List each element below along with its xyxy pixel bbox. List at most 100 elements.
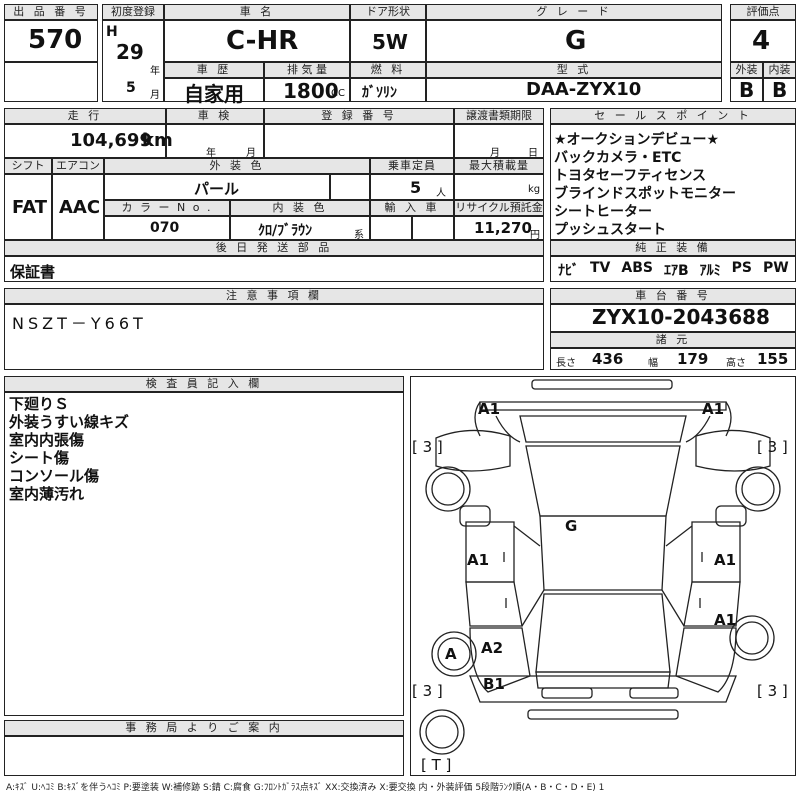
lot-no-box bbox=[4, 20, 98, 62]
width-label: 幅 bbox=[648, 358, 658, 369]
shift: FAT bbox=[12, 197, 48, 218]
mark-door-left-front: A1 bbox=[467, 551, 490, 569]
sales-point-item: バックカメラ・ETC bbox=[554, 150, 682, 166]
sales-point-item: ★オークションデビュー★ bbox=[554, 132, 720, 148]
mark-bumper-rear-left: B1 bbox=[483, 675, 505, 693]
dimensions-box bbox=[550, 348, 796, 370]
grade: G bbox=[565, 26, 587, 56]
insp-year-unit: 年 bbox=[206, 148, 216, 159]
width: 179 bbox=[677, 350, 709, 368]
model-header: 型 式 bbox=[426, 62, 722, 78]
interior-header: 内装 bbox=[763, 62, 796, 78]
car-damage-diagram bbox=[419, 379, 781, 755]
era: H bbox=[106, 24, 118, 40]
lot-no: 570 bbox=[28, 25, 83, 55]
history: 自家用 bbox=[184, 82, 244, 106]
color-no: 070 bbox=[150, 220, 180, 236]
history-header: 車 歴 bbox=[164, 62, 264, 78]
chassis-box bbox=[550, 304, 796, 332]
mark-door-right-rear: A1 bbox=[714, 611, 737, 629]
equipment-item: PS bbox=[731, 260, 752, 276]
mileage-header: 走 行 bbox=[4, 108, 166, 124]
later-parts-box bbox=[4, 256, 544, 282]
score: 4 bbox=[752, 26, 771, 56]
inspector-header: 検 査 員 記 入 欄 bbox=[4, 376, 404, 392]
ext-color-header: 外 装 色 bbox=[104, 158, 370, 174]
int-color-suffix: 系 bbox=[354, 230, 364, 241]
recycle-unit: 円 bbox=[530, 230, 540, 241]
reg-no-box bbox=[264, 124, 454, 158]
notice-header: 注 意 事 項 欄 bbox=[4, 288, 544, 304]
insp-month-unit: 月 bbox=[246, 148, 256, 159]
equipment-item: ｱﾙﾐ bbox=[699, 263, 721, 279]
equipment-box bbox=[550, 256, 796, 282]
transfer-box bbox=[454, 124, 544, 158]
mileage: 104,699 bbox=[70, 130, 152, 151]
dimensions-header: 諸 元 bbox=[550, 332, 796, 348]
door-box bbox=[350, 20, 426, 62]
first-reg-header: 初度登録 bbox=[102, 4, 164, 20]
int-color-box bbox=[230, 216, 370, 240]
inspector-note: シート傷 bbox=[9, 449, 70, 467]
car-name-box bbox=[164, 20, 350, 62]
later-parts: 保証書 bbox=[10, 263, 56, 281]
displacement-header: 排 気 量 bbox=[264, 62, 350, 78]
lot-no-blank bbox=[4, 62, 98, 102]
door-header: ドア形状 bbox=[350, 4, 426, 20]
sales-point-item: シートヒーター bbox=[554, 204, 652, 220]
int-color: ｸﾛ/ﾌﾞﾗｳﾝ bbox=[258, 223, 313, 239]
capacity-unit: 人 bbox=[436, 188, 446, 199]
mark-roof: G bbox=[565, 517, 578, 535]
height-label: 高さ bbox=[726, 358, 746, 369]
sales-points: ★オークションデビュー★ バックカメラ・ETC トヨタセーフティセンス ブライン… bbox=[550, 124, 796, 240]
mark-bracket-right-bottom: [ 3 ] bbox=[757, 682, 788, 700]
sales-point-header: セ ー ル ス ポ イ ン ト bbox=[550, 108, 796, 124]
car-name-header: 車 名 bbox=[164, 4, 350, 20]
recycle-header: リサイクル預託金 bbox=[454, 200, 544, 216]
car-name: C-HR bbox=[226, 26, 299, 56]
first-reg-year: 29 bbox=[116, 40, 144, 64]
aircon: AAC bbox=[59, 197, 101, 218]
grade-header: グ レ ー ド bbox=[426, 4, 722, 20]
mark-door-right-front: A1 bbox=[714, 551, 737, 569]
model-code: DAA-ZYX10 bbox=[526, 79, 642, 100]
interior-score: B bbox=[772, 78, 788, 102]
mark-bracket-left-bottom: [ 3 ] bbox=[412, 682, 443, 700]
ext-color: パール bbox=[194, 180, 240, 198]
inspector-note: 下廻りＳ bbox=[9, 395, 70, 413]
import-box-b bbox=[412, 216, 454, 240]
mark-quarter-left: A2 bbox=[481, 639, 504, 657]
aircon-header: エアコン bbox=[52, 158, 104, 174]
sales-point-item: ブラインドスポットモニター bbox=[554, 186, 736, 202]
score-header: 評価点 bbox=[730, 4, 796, 20]
shift-box bbox=[4, 174, 52, 240]
equipment-item: TV bbox=[590, 260, 611, 276]
max-load-box bbox=[454, 174, 544, 200]
sales-point-item: プッシュスタート bbox=[554, 222, 666, 238]
int-color-header: 内 装 色 bbox=[230, 200, 370, 216]
first-reg-box bbox=[102, 20, 164, 102]
aircon-box bbox=[52, 174, 104, 240]
reg-no-header: 登 録 番 号 bbox=[264, 108, 454, 124]
notice-text: NSZT－Y66T bbox=[12, 314, 147, 333]
inspector-note: 外装うすい線キズ bbox=[9, 413, 130, 431]
sales-point-item: トヨタセーフティセンス bbox=[554, 168, 707, 184]
mark-bracket-left-top: [ 3 ] bbox=[412, 438, 443, 456]
office-box bbox=[4, 736, 404, 776]
transfer-header: 譲渡書類期限 bbox=[454, 108, 544, 124]
first-reg-month: 5 bbox=[126, 80, 136, 96]
displacement: 1800 bbox=[283, 79, 339, 103]
fuel: ｶﾞｿﾘﾝ bbox=[362, 85, 397, 101]
chassis-header: 車 台 番 号 bbox=[550, 288, 796, 304]
inspector-note: 室内薄汚れ bbox=[9, 485, 85, 503]
later-parts-header: 後 日 発 送 部 品 bbox=[4, 240, 544, 256]
exterior-score-box bbox=[730, 78, 763, 102]
mark-bracket-right-top: [ 3 ] bbox=[757, 438, 788, 456]
mark-spare: [ T ] bbox=[421, 756, 452, 774]
load-unit: kg bbox=[528, 184, 541, 195]
inspection-box bbox=[166, 124, 264, 158]
damage-legend: A:ｷｽﾞ U:ﾍｺﾐ B:ｷｽﾞを伴うﾍｺﾐ P:要塗装 W:補修跡 S:錆 … bbox=[6, 783, 605, 793]
recycle-box bbox=[454, 216, 544, 240]
color-no-header: カ ラ ー N o . bbox=[104, 200, 230, 216]
inspector-note: コンソール傷 bbox=[9, 467, 100, 485]
